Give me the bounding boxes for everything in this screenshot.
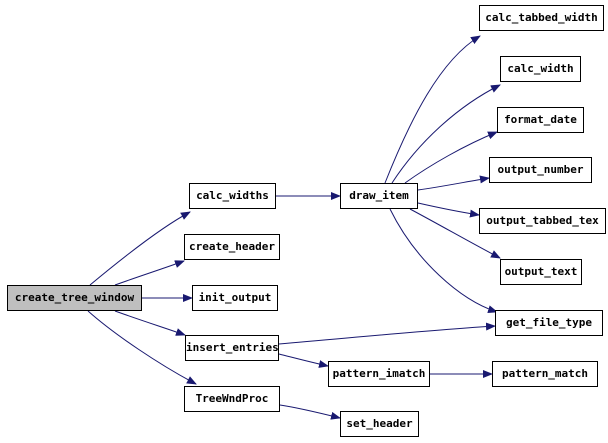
node-output_number[interactable]: output_number [489,157,592,183]
node-pattern_imatch[interactable]: pattern_imatch [328,361,430,387]
node-get_file_type[interactable]: get_file_type [495,310,603,336]
edge-draw_item-calc_tabbed_width [384,35,481,184]
node-insert_entries[interactable]: insert_entries [185,335,279,361]
node-output_tabbed_text[interactable]: output_tabbed_tex [479,208,606,234]
edge-draw_item-output_text [409,208,501,259]
node-pattern_match[interactable]: pattern_match [492,361,598,387]
edge-draw_item-get_file_type [389,208,498,314]
edge-insert_entries-get_file_type [278,322,496,345]
edge-create_tree_window-insert_entries [114,310,186,336]
node-format_date[interactable]: format_date [497,107,584,133]
edge-draw_item-output_tabbed_text [417,202,480,218]
node-draw_item[interactable]: draw_item [340,183,418,209]
node-calc_widths[interactable]: calc_widths [189,183,276,209]
node-TreeWndProc[interactable]: TreeWndProc [184,386,280,412]
node-set_header[interactable]: set_header [340,411,419,437]
edge-draw_item-format_date [404,131,498,184]
edge-create_tree_window-TreeWndProc [87,310,197,385]
edge-create_tree_window-calc_widths [89,211,191,286]
node-create_tree_window[interactable]: create_tree_window [7,285,142,311]
edge-insert_entries-pattern_imatch [278,353,329,368]
edge-create_tree_window-create_header [114,260,185,286]
node-init_output[interactable]: init_output [192,285,278,311]
node-calc_width[interactable]: calc_width [500,56,581,82]
edge-draw_item-calc_width [391,84,501,184]
node-create_header[interactable]: create_header [184,234,280,260]
edge-draw_item-output_number [417,175,490,191]
node-output_text[interactable]: output_text [500,259,582,285]
edge-TreeWndProc-set_header [279,404,341,420]
node-calc_tabbed_width[interactable]: calc_tabbed_width [479,5,604,31]
